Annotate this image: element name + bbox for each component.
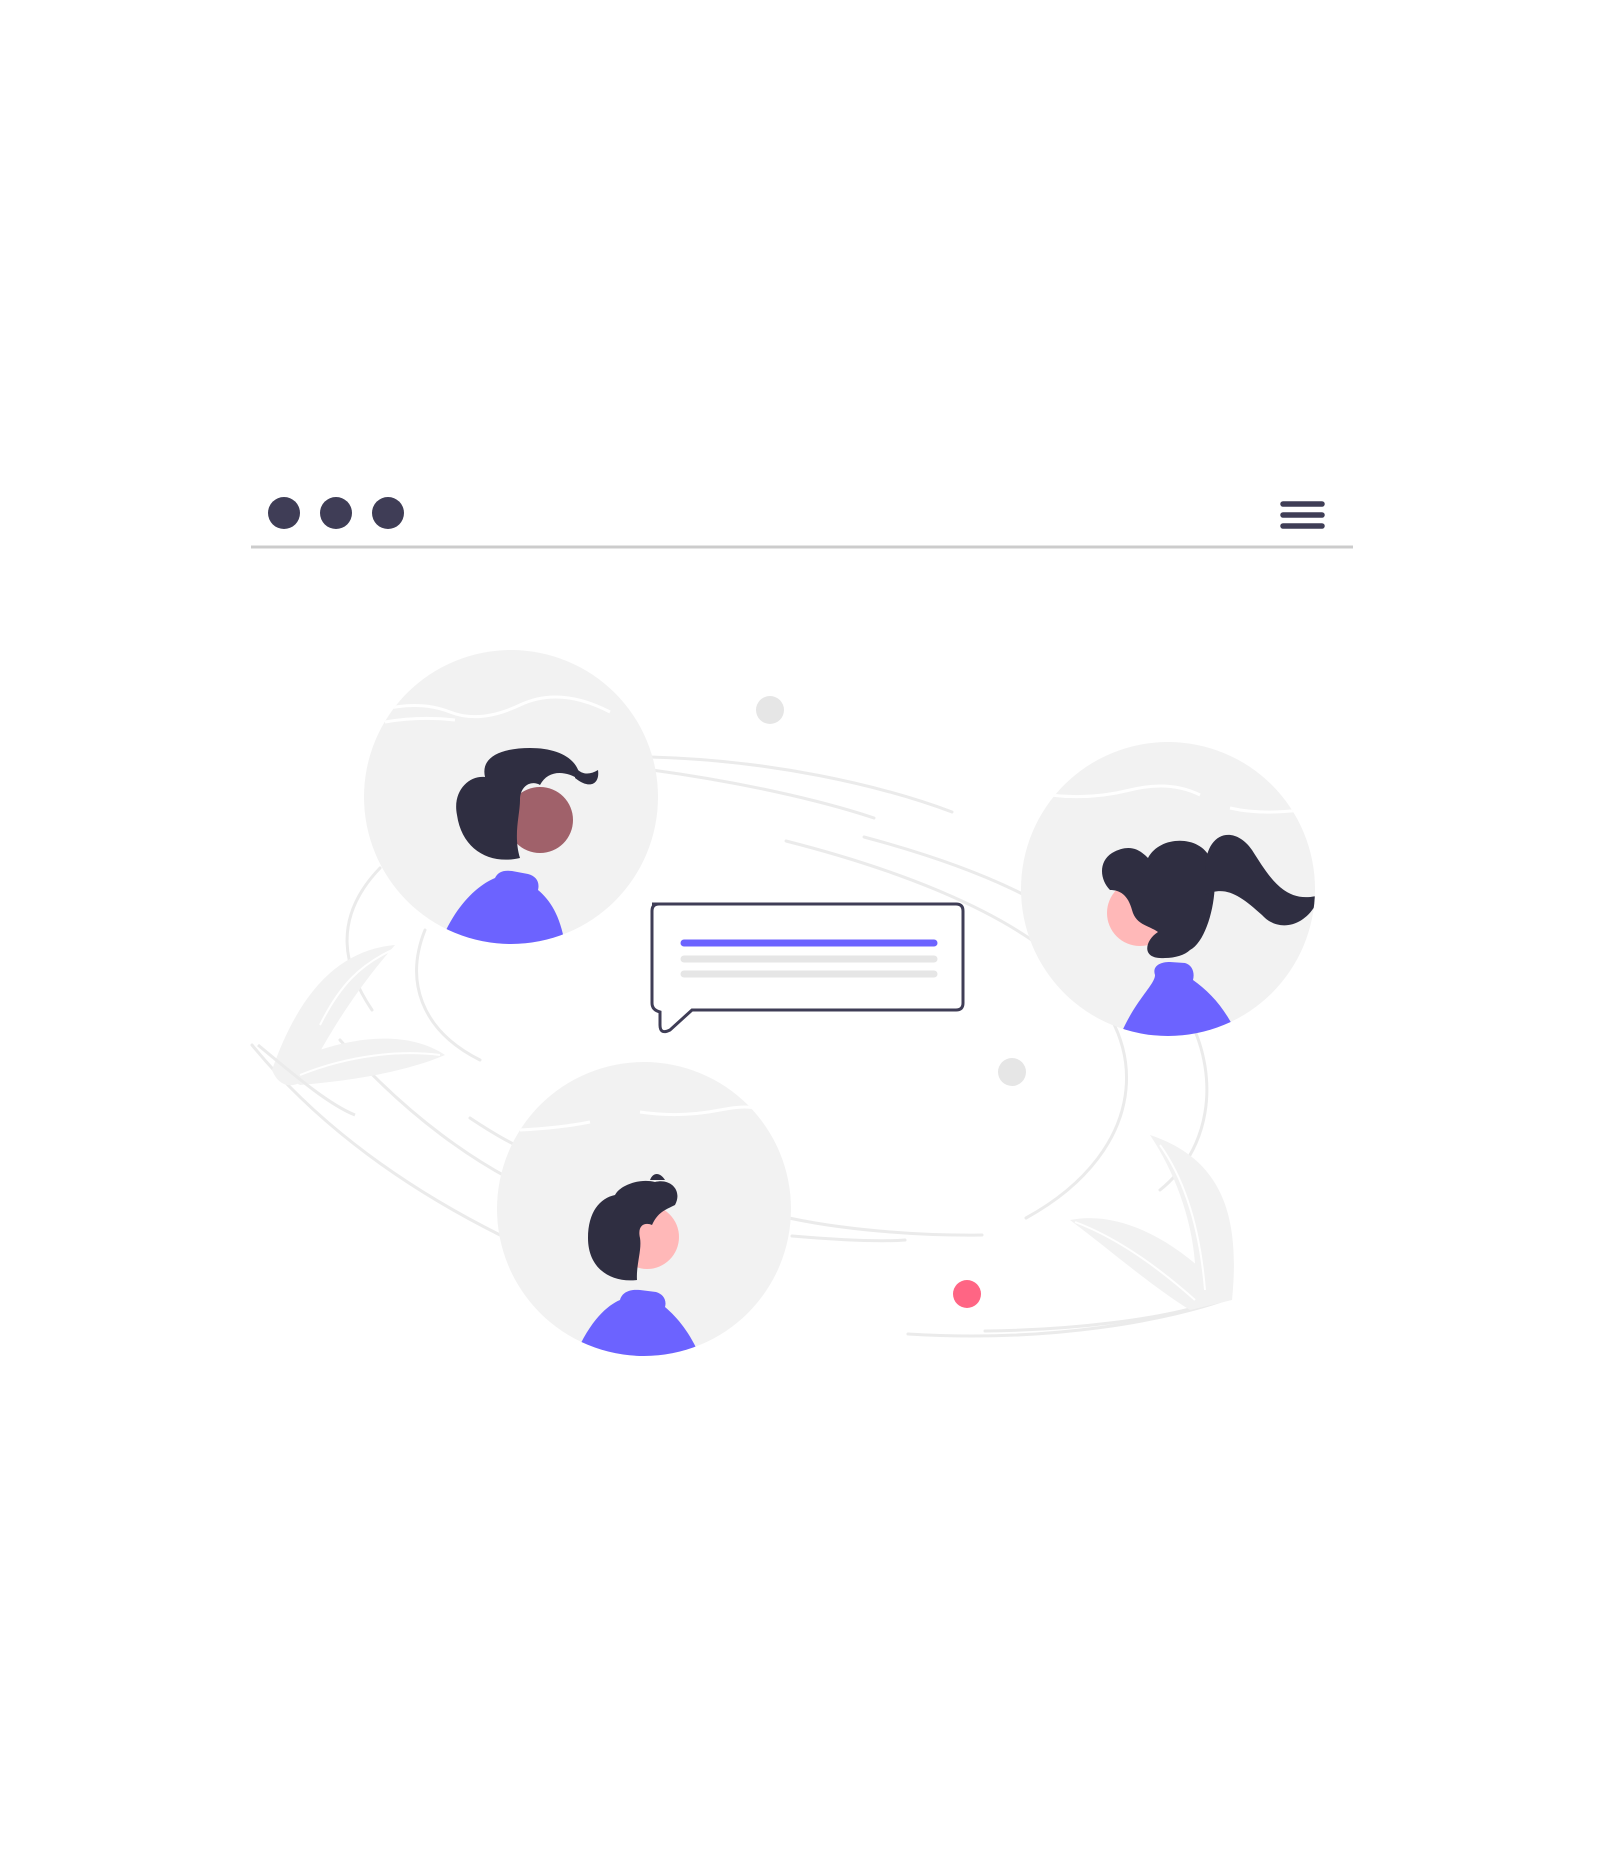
dot-icon <box>953 1280 981 1308</box>
leaf-icon <box>257 945 445 1117</box>
person-top-left <box>364 650 658 944</box>
hamburger-menu-icon[interactable] <box>1280 501 1325 529</box>
person-avatar-icon[interactable] <box>440 870 565 944</box>
window-dot-icon[interactable] <box>320 497 352 529</box>
chat-bubble-icon[interactable] <box>650 902 965 1034</box>
person-avatar-icon[interactable] <box>575 1289 700 1356</box>
person-bottom <box>497 1062 791 1356</box>
dot-icon <box>998 1058 1026 1086</box>
person-right <box>1021 742 1315 1036</box>
leaf-icon <box>1070 1135 1234 1310</box>
window-dot-icon[interactable] <box>372 497 404 529</box>
dot-icon <box>756 696 784 724</box>
window-header <box>251 497 1353 549</box>
person-avatar-icon[interactable] <box>1120 962 1238 1036</box>
window-dot-icon[interactable] <box>268 497 300 529</box>
